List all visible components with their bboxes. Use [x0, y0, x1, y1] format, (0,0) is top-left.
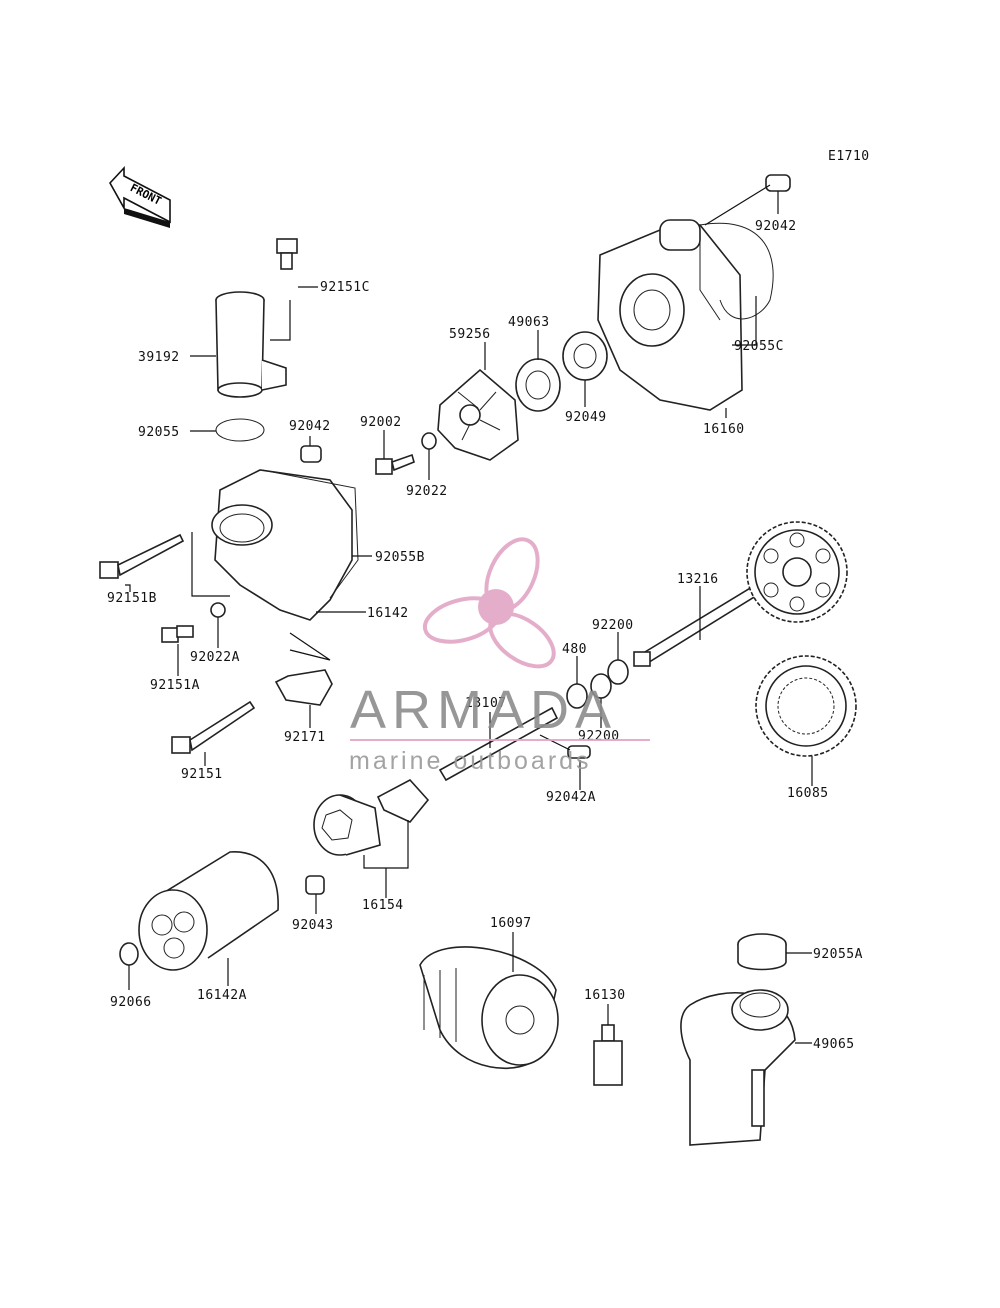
switch-16130 — [593, 1024, 623, 1086]
label-92055b: 92055B — [375, 550, 425, 565]
armada-watermark: ARMADA marine outboards — [349, 537, 650, 775]
gear-16085 — [755, 655, 857, 757]
label-16097: 16097 — [490, 916, 532, 931]
pin-92043 — [305, 875, 325, 895]
label-92171: 92171 — [284, 730, 326, 745]
label-92151c: 92151C — [320, 280, 370, 295]
housing-16142a — [138, 851, 279, 971]
cover-16160 — [597, 219, 743, 411]
impeller-59256 — [437, 368, 519, 461]
label-92200-a: 92200 — [592, 618, 634, 633]
pin-92042a — [567, 745, 591, 759]
label-92002: 92002 — [360, 415, 402, 430]
bolt-92151c — [276, 238, 298, 270]
label-16160: 16160 — [703, 422, 745, 437]
gear-shaft-13216 — [633, 521, 848, 667]
pipe-39192 — [215, 291, 287, 398]
label-59256: 59256 — [449, 327, 491, 342]
propeller-logo-icon — [422, 537, 556, 669]
strainer-49065 — [680, 989, 796, 1146]
label-16154: 16154 — [362, 898, 404, 913]
rotor-16154 — [313, 779, 430, 856]
label-92151: 92151 — [181, 767, 223, 782]
label-39192: 39192 — [138, 350, 180, 365]
clamp-92171 — [274, 669, 333, 706]
label-13107: 13107 — [465, 696, 507, 711]
label-92042-top: 92042 — [755, 219, 797, 234]
label-92066: 92066 — [110, 995, 152, 1010]
label-49065: 49065 — [813, 1037, 855, 1052]
label-92022a: 92022A — [190, 650, 240, 665]
oring-92055c — [699, 222, 774, 320]
label-92043: 92043 — [292, 918, 334, 933]
label-16085: 16085 — [787, 786, 829, 801]
label-92151a: 92151A — [150, 678, 200, 693]
label-16130: 16130 — [584, 988, 626, 1003]
shaft-13107 — [438, 706, 559, 782]
label-92042-mid: 92042 — [289, 419, 331, 434]
label-92022: 92022 — [406, 484, 448, 499]
seal-49063 — [515, 358, 561, 412]
bolt-92002 — [375, 453, 415, 475]
oil-filter-16097 — [419, 946, 559, 1069]
bolt-92151a — [161, 625, 194, 643]
pin-92042-mid — [300, 445, 322, 463]
label-16142: 16142 — [367, 606, 409, 621]
label-480: 480 — [562, 642, 587, 657]
bolt-92151b — [99, 533, 185, 579]
label-92055: 92055 — [138, 425, 180, 440]
watermark-brand: ARMADA — [350, 680, 617, 740]
front-arrow-icon: FRONT — [109, 165, 171, 228]
oring-92055 — [215, 418, 265, 442]
label-92042a: 92042A — [546, 790, 596, 805]
washer-92022a — [210, 602, 226, 618]
bearing-92049 — [562, 331, 608, 381]
label-92055a: 92055A — [813, 947, 863, 962]
cap-92055a — [737, 933, 787, 971]
pump-body-16142 — [211, 469, 359, 621]
pin-92042-top — [765, 174, 791, 192]
watermark-tagline: marine outboards — [349, 747, 592, 775]
bolt-92151 — [171, 700, 256, 754]
label-92055c: 92055C — [734, 339, 784, 354]
label-92049: 92049 — [565, 410, 607, 425]
label-16142a: 16142A — [197, 988, 247, 1003]
seal-92066 — [119, 942, 139, 966]
diagram-code: E1710 — [828, 149, 870, 164]
label-49063: 49063 — [508, 315, 550, 330]
washer-92022 — [421, 432, 437, 450]
label-92151b: 92151B — [107, 591, 157, 606]
label-13216: 13216 — [677, 572, 719, 587]
